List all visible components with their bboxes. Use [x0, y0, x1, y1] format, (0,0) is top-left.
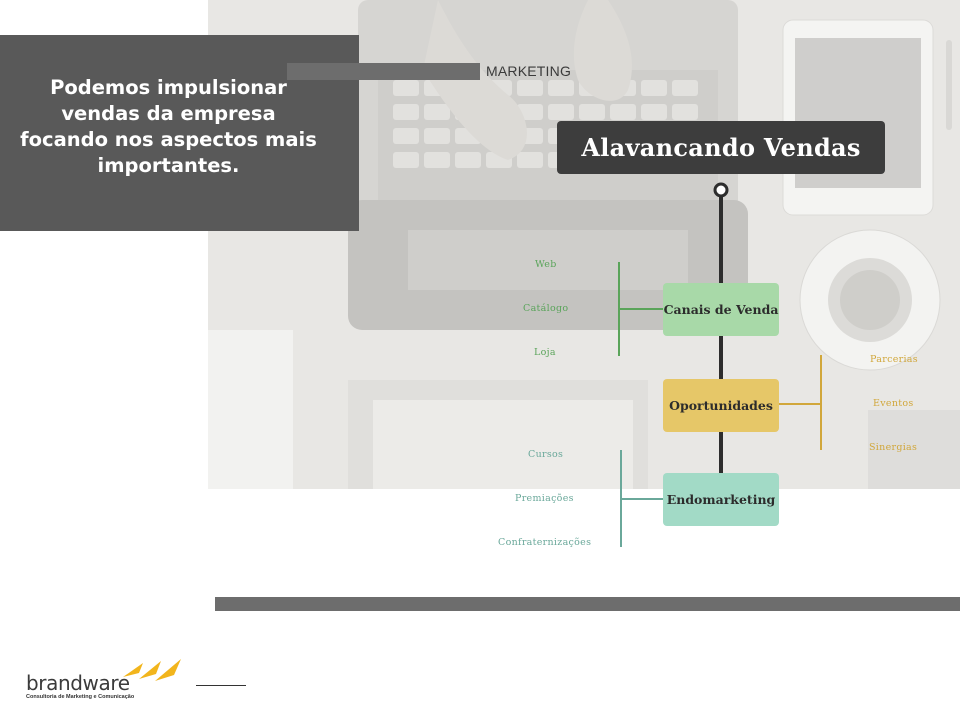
node-canais-de-venda: Canais de Venda [663, 283, 779, 336]
leaf-web: Web [535, 259, 557, 270]
footer-bar [215, 597, 960, 611]
intro-text: Podemos impulsionar vendas da empresa fo… [20, 76, 317, 177]
leaf-sinergias: Sinergias [869, 442, 918, 453]
leaf-confraternizacoes: Confraternizações [498, 537, 592, 548]
leaf-catalogo: Catálogo [523, 303, 569, 314]
leaf-loja: Loja [534, 347, 556, 358]
leaf-cursos: Cursos [528, 449, 564, 460]
leaf-premiacoes: Premiações [515, 493, 574, 504]
brand-tagline: Consultoria de Marketing e Comunicação [26, 694, 135, 700]
brand-arrows-icon [123, 659, 181, 681]
mindmap-title: Alavancando Vendas [557, 121, 885, 174]
leaf-parcerias: Parcerias [870, 354, 918, 365]
brand-logo: brandware Consultoria de Marketing e Com… [26, 657, 186, 701]
footer-divider [196, 685, 246, 686]
node-endomarketing: Endomarketing [663, 473, 779, 526]
brand-name: brandware [26, 671, 130, 695]
node-oportunidades: Oportunidades [663, 379, 779, 432]
leaf-eventos: Eventos [873, 398, 914, 409]
section-label: MARKETING [486, 63, 572, 79]
section-label-bar [287, 63, 480, 80]
